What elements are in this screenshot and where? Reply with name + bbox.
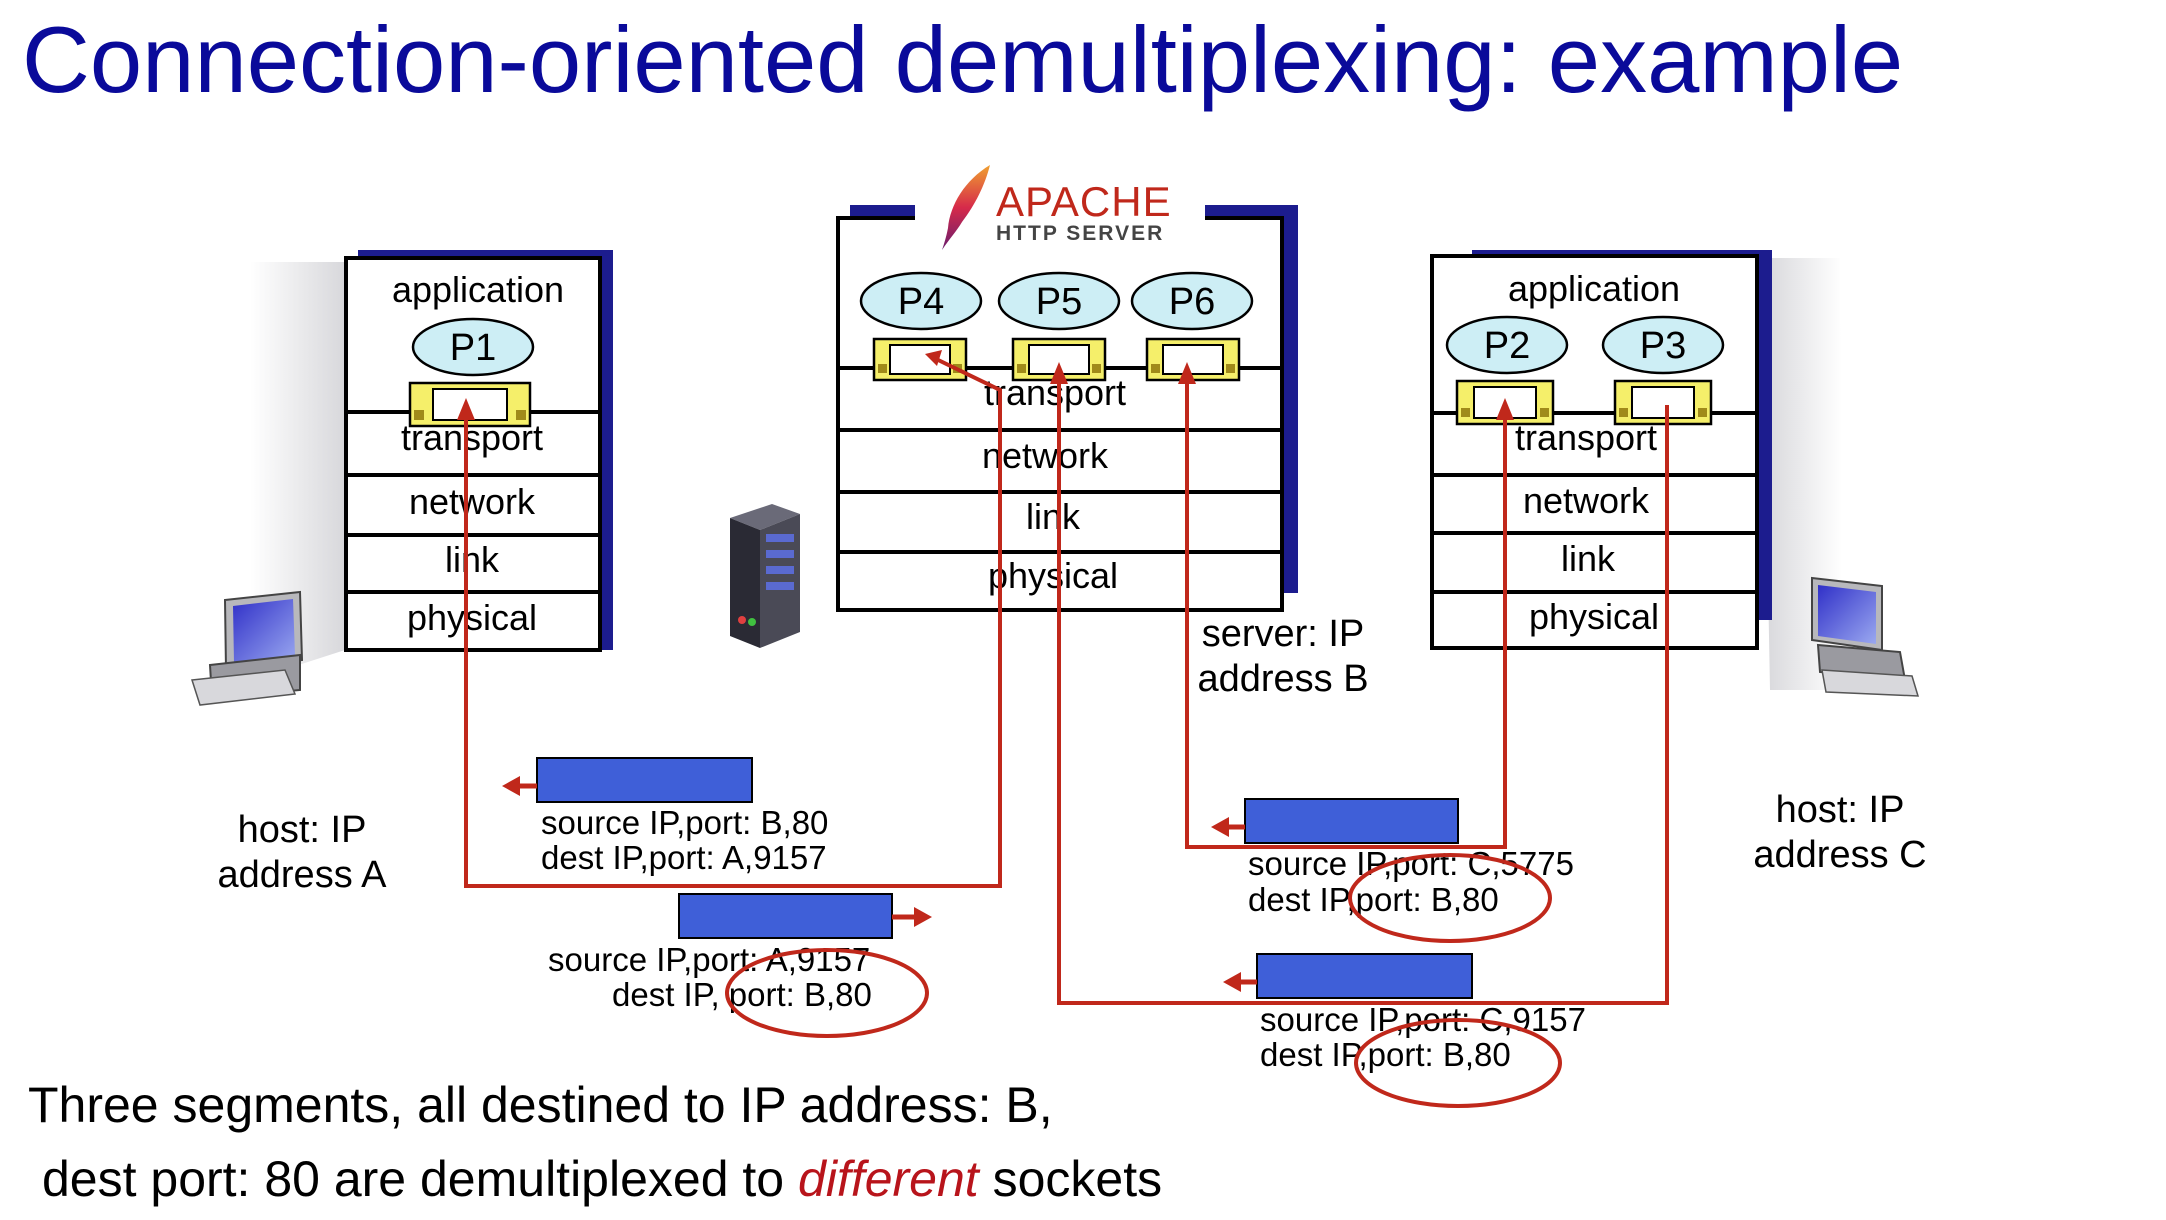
process-p1-label: P1	[450, 327, 496, 369]
process-p6-label: P6	[1169, 281, 1215, 323]
socket-icon	[1613, 379, 1713, 426]
server-layer-network: network	[982, 435, 1109, 476]
caption-emphasis: different	[798, 1151, 979, 1207]
host-a-app-label: application	[392, 269, 564, 310]
apache-logo-name: APACHE	[996, 178, 1172, 225]
process-p4-label: P4	[898, 281, 944, 323]
segment-1-source: source IP,port: B,80	[541, 804, 828, 841]
server-label-line1: server: IP	[1202, 613, 1365, 655]
arrowhead	[914, 907, 932, 927]
server-layer-physical: physical	[988, 555, 1118, 596]
apache-logo: APACHE HTTP SERVER	[942, 165, 1172, 250]
host-c-label-line2: address C	[1753, 834, 1926, 876]
caption-line-2-text: dest port: 80 are demultiplexed to	[42, 1151, 799, 1207]
arrowhead	[1050, 362, 1068, 384]
process-p2	[1445, 315, 1569, 375]
desktop-computer-icon	[191, 590, 304, 706]
host-a-stack: application P1 transport network link ph…	[344, 250, 613, 652]
segment-header-box	[678, 893, 893, 939]
segment-header-box	[1256, 953, 1473, 999]
segment-4-source: source IP,port: C,9157	[1260, 1001, 1586, 1038]
desktop-computer-icon	[1811, 576, 1920, 697]
host-a-label-line2: address A	[218, 854, 388, 896]
segment-3-dest: dest IP,port: B,80	[1248, 881, 1499, 918]
segment-1-dest: dest IP,port: A,9157	[541, 839, 827, 876]
arrowhead	[925, 350, 942, 366]
host-c-app-label: application	[1508, 268, 1680, 309]
segment-2: source IP,port: A,9157 dest IP, port: B,…	[548, 893, 932, 1038]
path-p3-server-p5	[1057, 369, 1669, 1005]
arrowhead	[1211, 817, 1229, 837]
caption-line-2-tail: sockets	[978, 1151, 1163, 1207]
dest-port-highlight	[725, 948, 929, 1038]
segment-2-dest: dest IP, port: B,80	[612, 976, 872, 1013]
segment-header-box	[536, 757, 753, 803]
host-c-layer-physical: physical	[1529, 596, 1659, 637]
process-p2-label: P2	[1484, 325, 1530, 367]
process-p5	[997, 271, 1121, 331]
host-c-layer-transport: transport	[1515, 417, 1657, 458]
dest-port-highlight	[1348, 853, 1552, 943]
host-c-label-line1: host: IP	[1776, 789, 1905, 831]
server-layer-link: link	[1026, 496, 1081, 537]
segment-3-source: source IP,port: C,5775	[1248, 845, 1574, 882]
process-p3-label: P3	[1640, 325, 1686, 367]
segment-4: source IP,port: C,9157 dest IP,port: B,8…	[1223, 953, 1586, 1108]
caption-line-2: dest port: 80 are demultiplexed to diffe…	[42, 1150, 1162, 1208]
segment-3: source IP,port: C,5775 dest IP,port: B,8…	[1211, 798, 1574, 943]
apache-logo-tagline: HTTP SERVER	[996, 222, 1164, 245]
arrowhead	[1496, 398, 1514, 420]
feather-icon	[942, 165, 990, 250]
host-c-layer-link: link	[1561, 538, 1616, 579]
segment-2-source: source IP,port: A,9157	[548, 941, 870, 978]
host-a-label-line1: host: IP	[238, 809, 367, 851]
host-a-layer-link: link	[445, 539, 500, 580]
segment-4-dest: dest IP,port: B,80	[1260, 1036, 1511, 1073]
socket-icon	[1145, 337, 1241, 382]
host-a-beam	[250, 262, 348, 690]
server-label-line2: address B	[1197, 658, 1368, 700]
segment-header-box	[1244, 798, 1459, 844]
caption-line-1: Three segments, all destined to IP addre…	[28, 1077, 1053, 1133]
path-host-a-server-p4	[464, 355, 1002, 888]
host-a-layer-physical: physical	[407, 597, 537, 638]
host-c-layer-network: network	[1523, 480, 1650, 521]
process-p4	[859, 271, 983, 331]
server-stack: P4 P5 P6 transport network link physical	[836, 196, 1298, 612]
process-p5-label: P5	[1036, 281, 1082, 323]
path-p2-server-p6	[1185, 369, 1507, 849]
segment-1: source IP,port: B,80 dest IP,port: A,915…	[502, 757, 828, 876]
process-p3	[1601, 315, 1725, 375]
segment-paths	[457, 350, 1669, 1005]
socket-icon	[872, 337, 968, 382]
process-p1	[411, 317, 535, 377]
process-p6	[1130, 271, 1254, 331]
arrowhead	[502, 776, 520, 796]
page-title: Connection-oriented demultiplexing: exam…	[22, 7, 1904, 112]
arrowhead	[1223, 972, 1241, 992]
dest-port-highlight	[1354, 1018, 1562, 1108]
host-a-layer-network: network	[409, 481, 536, 522]
host-a-layer-transport: transport	[401, 417, 543, 458]
arrowhead	[1178, 362, 1196, 384]
host-c-stack: application P2 P3 transport network link…	[1430, 250, 1772, 650]
server-tower-icon	[730, 504, 800, 648]
arrowhead	[457, 398, 475, 420]
